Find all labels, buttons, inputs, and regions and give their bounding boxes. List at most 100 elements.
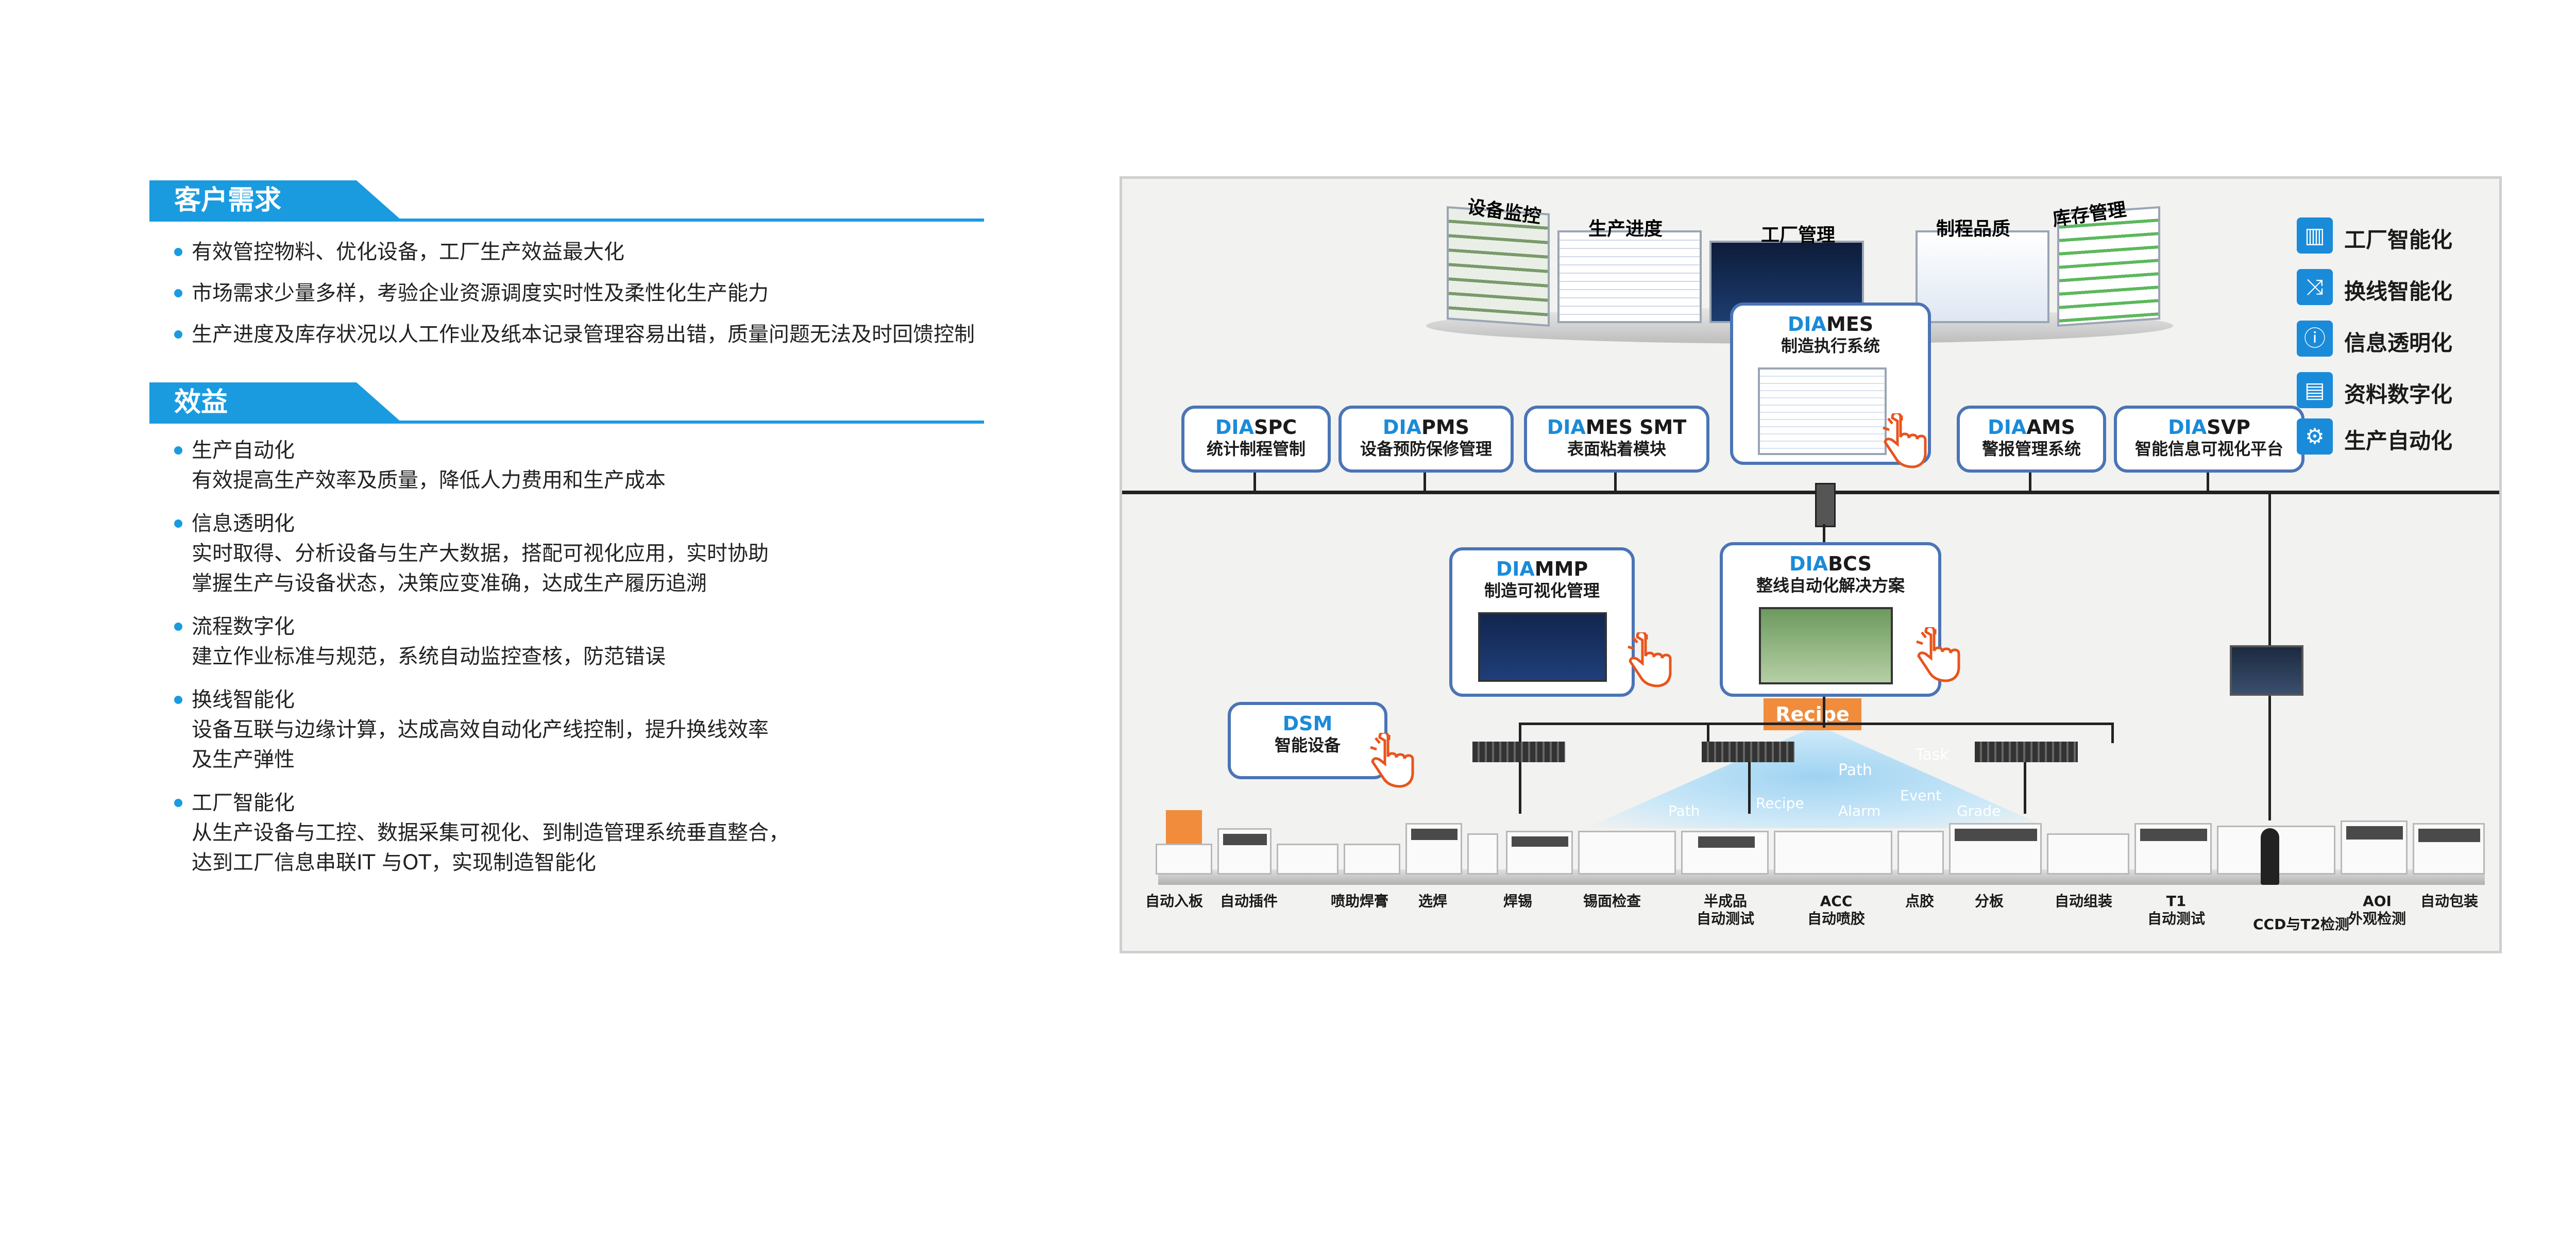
controller-device (1975, 742, 2078, 762)
benefits-title: 效益 (174, 387, 228, 418)
bullet-dot (174, 248, 182, 256)
legend-label: 资料数字化 (2344, 382, 2453, 407)
machine (2341, 820, 2408, 875)
machine (2134, 823, 2212, 875)
connector (2029, 473, 2031, 492)
mmp-screenshot (1478, 612, 1607, 682)
machine (1467, 833, 1498, 875)
station-label: 半成品 自动测试 (1697, 893, 1755, 927)
monitor-label: 生产进度 (1588, 219, 1663, 240)
station-label: 自动组装 (2055, 893, 2113, 910)
station-label: T1 自动测试 (2147, 893, 2206, 927)
station-label: 自动插件 (1220, 893, 1278, 910)
dia-svp-box[interactable]: DIASVP 智能信息可视化平台 (2114, 406, 2304, 473)
machine (1405, 823, 1462, 875)
benefit-desc: 设备互联与边缘计算，达成高效自动化产线控制，提升换线效率 (192, 718, 769, 742)
section-tab (149, 180, 402, 221)
connector (2111, 723, 2114, 743)
monitor-label: 制程品质 (1936, 219, 2011, 240)
benefit-desc: 达到工厂信息串联IT 与OT，实现制造智能化 (192, 851, 596, 875)
machine (1897, 831, 1944, 875)
dia-mes-smt-box[interactable]: DIAMES SMT 表面粘着模块 (1524, 406, 1709, 473)
connector (1519, 762, 1521, 814)
cloud-word: Recipe (1756, 795, 1804, 812)
machine (1949, 823, 2042, 875)
legend-label: 工厂智能化 (2344, 227, 2453, 253)
machine (1774, 831, 1892, 875)
control-bus (1519, 723, 2114, 725)
cloud-word: Path (1668, 802, 1700, 819)
system-name: DSM (1282, 712, 1333, 735)
cloud-word: Alarm (1838, 802, 1881, 819)
station-label: 点胶 (1905, 893, 1935, 910)
dia-mmp-box[interactable]: DIAMMP 制造可视化管理 (1449, 547, 1635, 697)
station-label: CCD与T2检测 (2253, 916, 2349, 933)
bullet-dot (174, 289, 182, 297)
pointer-hand-icon (1916, 627, 1960, 682)
system-name: SPC (1253, 416, 1297, 439)
machine (2413, 823, 2485, 875)
bullet-dot (174, 330, 182, 339)
bullet-dot (174, 446, 182, 455)
mes-screenshot (1758, 367, 1887, 455)
system-subtitle: 设备预防保修管理 (1360, 439, 1492, 459)
system-name: MMP (1534, 558, 1588, 580)
brand-prefix: DIA (1215, 416, 1254, 439)
system-subtitle: 统计制程管制 (1206, 439, 1306, 459)
brand-prefix: DIA (1496, 558, 1535, 580)
architecture-diagram: 设备监控 生产进度 工厂管理 制程品质 库存管理 DIAMES 制造执行系统 D… (1120, 176, 2502, 953)
dia-bcs-box[interactable]: DIABCS 整线自动化解决方案 (1720, 542, 1941, 697)
monitor-progress (1557, 230, 1702, 323)
brand-prefix: DIA (2168, 416, 2207, 439)
legend-label: 信息透明化 (2344, 330, 2453, 356)
monitor-quality (1916, 230, 2049, 323)
station-label: 分板 (1975, 893, 2004, 910)
dsm-box[interactable]: DSM 智能设备 (1228, 702, 1387, 779)
station-label: 自动入板 (1145, 893, 1204, 910)
station-label: 选焊 (1418, 893, 1448, 910)
benefit-head: 生产自动化 (192, 439, 295, 462)
system-subtitle: 智能信息可视化平台 (2134, 439, 2283, 459)
brand-prefix: DIA (1547, 416, 1586, 439)
benefit-desc: 从生产设备与工控、数据采集可视化、到制造管理系统垂直整合， (192, 821, 789, 845)
dia-spc-box[interactable]: DIASPC 统计制程管制 (1181, 406, 1331, 473)
controller-device (1472, 742, 1565, 762)
machine (1344, 844, 1400, 875)
brand-prefix: DIA (1787, 313, 1826, 335)
legend-label: 生产自动化 (2344, 428, 2453, 454)
pointer-hand-icon (1883, 413, 1927, 468)
system-name: MES (1826, 313, 1874, 335)
network-bus (1122, 491, 2499, 494)
machine (1681, 831, 1769, 875)
benefits-header: 效益 (149, 382, 984, 424)
bullet-dot (174, 623, 182, 631)
benefit-desc: 及生产弹性 (192, 748, 295, 771)
dia-pms-box[interactable]: DIAPMS 设备预防保修管理 (1338, 406, 1514, 473)
section-underline (149, 219, 984, 222)
bcs-screenshot (1759, 607, 1893, 684)
connector (1823, 697, 1825, 728)
brand-prefix: DIA (1789, 552, 1828, 575)
system-name: MES SMT (1585, 416, 1687, 439)
legend-label: 换线智能化 (2344, 279, 2453, 304)
panel-pc (2230, 645, 2303, 696)
system-name: PMS (1421, 416, 1470, 439)
bullet-dot (174, 519, 182, 528)
system-name: SVP (2207, 416, 2250, 439)
machine (1506, 831, 1573, 875)
benefit-desc: 实时取得、分析设备与生产大数据，搭配可视化应用，实时协助 (192, 542, 769, 565)
benefit-head: 流程数字化 (192, 615, 295, 639)
machine (1578, 831, 1676, 875)
system-subtitle: 制造执行系统 (1781, 336, 1880, 356)
machine (1217, 828, 1272, 875)
system-name: BCS (1828, 552, 1872, 575)
benefit-desc: 建立作业标准与规范，系统自动监控查核，防范错误 (192, 645, 666, 668)
dia-ams-box[interactable]: DIAAMS 警报管理系统 (1957, 406, 2106, 473)
shuffle-icon: ⤨ (2297, 269, 2333, 305)
benefit-head: 工厂智能化 (192, 791, 295, 815)
connector (2207, 473, 2209, 492)
section-underline (149, 421, 984, 424)
pointer-hand-icon (1370, 733, 1414, 788)
loader-highlight (1166, 810, 1202, 846)
cloud-word: Event (1900, 787, 1942, 804)
